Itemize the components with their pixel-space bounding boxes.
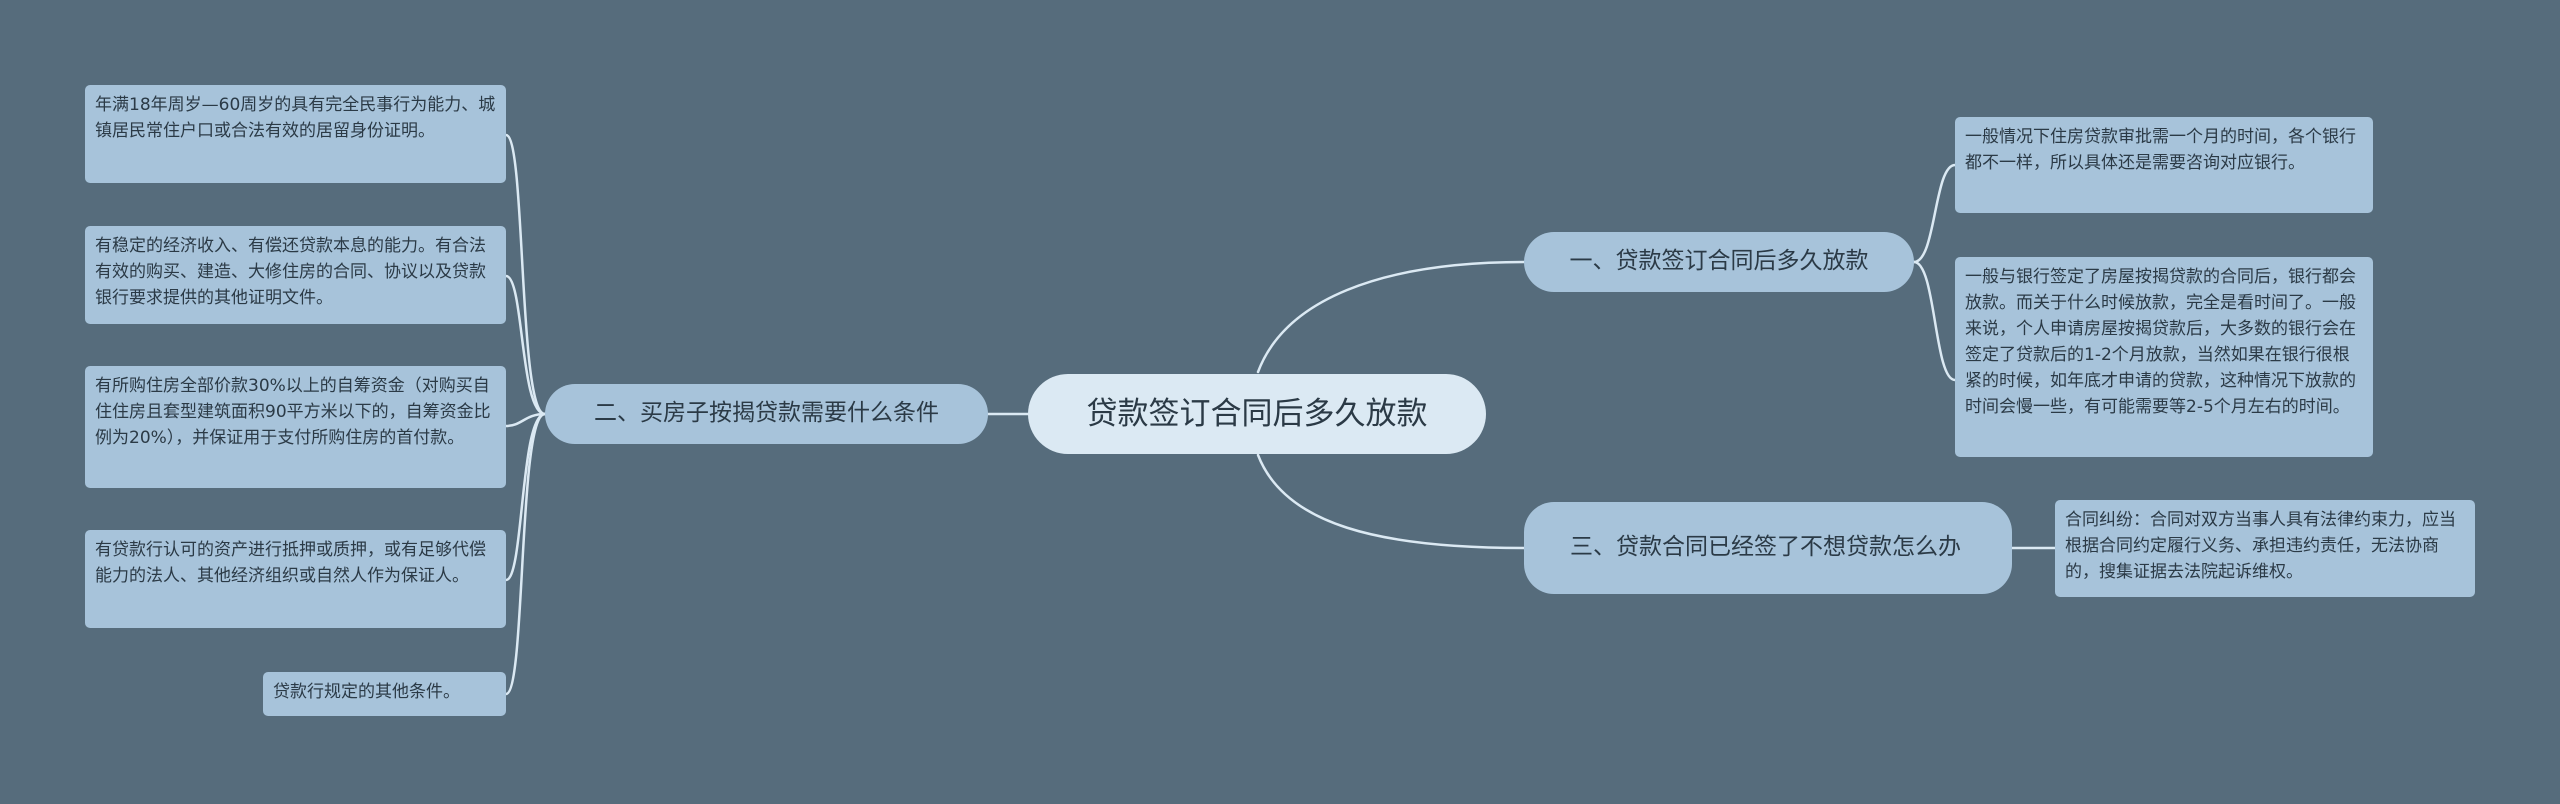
leaf-2-1[interactable]: 年满18年周岁—60周岁的具有完全民事行为能力、城镇居民常住户口或合法有效的居留… <box>85 85 506 183</box>
leaf-1-1[interactable]: 一般情况下住房贷款审批需一个月的时间，各个银行都不一样，所以具体还是需要咨询对应… <box>1955 117 2373 213</box>
branch-topic-3[interactable]: 三、贷款合同已经签了不想贷款怎么办 <box>1524 502 2012 594</box>
root-topic[interactable]: 贷款签订合同后多久放款 <box>1028 374 1486 454</box>
leaf-1-2[interactable]: 一般与银行签定了房屋按揭贷款的合同后，银行都会放款。而关于什么时候放款，完全是看… <box>1955 257 2373 457</box>
branch-topic-2[interactable]: 二、买房子按揭贷款需要什么条件 <box>545 384 988 444</box>
leaf-2-4[interactable]: 有贷款行认可的资产进行抵押或质押，或有足够代偿能力的法人、其他经济组织或自然人作… <box>85 530 506 628</box>
leaf-2-5[interactable]: 贷款行规定的其他条件。 <box>263 672 506 716</box>
leaf-2-2[interactable]: 有稳定的经济收入、有偿还贷款本息的能力。有合法有效的购买、建造、大修住房的合同、… <box>85 226 506 324</box>
branch-topic-1[interactable]: 一、贷款签订合同后多久放款 <box>1524 232 1914 292</box>
leaf-2-3[interactable]: 有所购住房全部价款30%以上的自筹资金（对购买自住住房且套型建筑面积90平方米以… <box>85 366 506 488</box>
leaf-3-1[interactable]: 合同纠纷：合同对双方当事人具有法律约束力，应当根据合同约定履行义务、承担违约责任… <box>2055 500 2475 597</box>
